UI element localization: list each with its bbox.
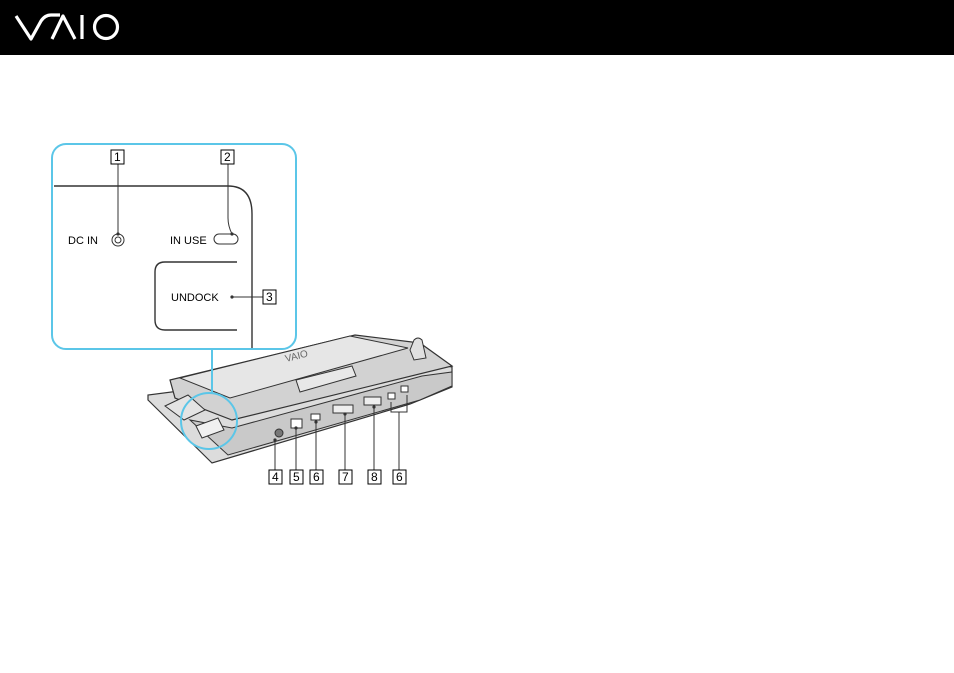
usb-port-right-1 (388, 393, 395, 399)
port-number-5-text: 5 (293, 470, 300, 484)
in-use-label: IN USE (170, 235, 207, 247)
undock-label: UNDOCK (171, 292, 219, 304)
in-use-indicator-icon (214, 234, 238, 244)
port-numbers: 4 5 6 7 8 6 (269, 470, 406, 484)
port-number-6b-text: 6 (396, 470, 403, 484)
callout-number-1-text: 1 (114, 150, 121, 164)
port-number-6a-text: 6 (313, 470, 320, 484)
usb-port-right-2 (401, 386, 408, 392)
callout-detail: DC IN IN USE UNDOCK 1 2 3 (52, 144, 296, 349)
port-number-7-text: 7 (342, 470, 349, 484)
dc-in-port (275, 429, 283, 437)
port-number-8-text: 8 (371, 470, 378, 484)
dvi-port (333, 405, 353, 413)
usb-port-left (311, 414, 320, 420)
monitor-port (364, 397, 381, 405)
dc-in-label: DC IN (68, 235, 98, 247)
callout-number-2-text: 2 (224, 150, 231, 164)
port-number-4-text: 4 (272, 470, 279, 484)
callout-number-3-text: 3 (266, 290, 273, 304)
